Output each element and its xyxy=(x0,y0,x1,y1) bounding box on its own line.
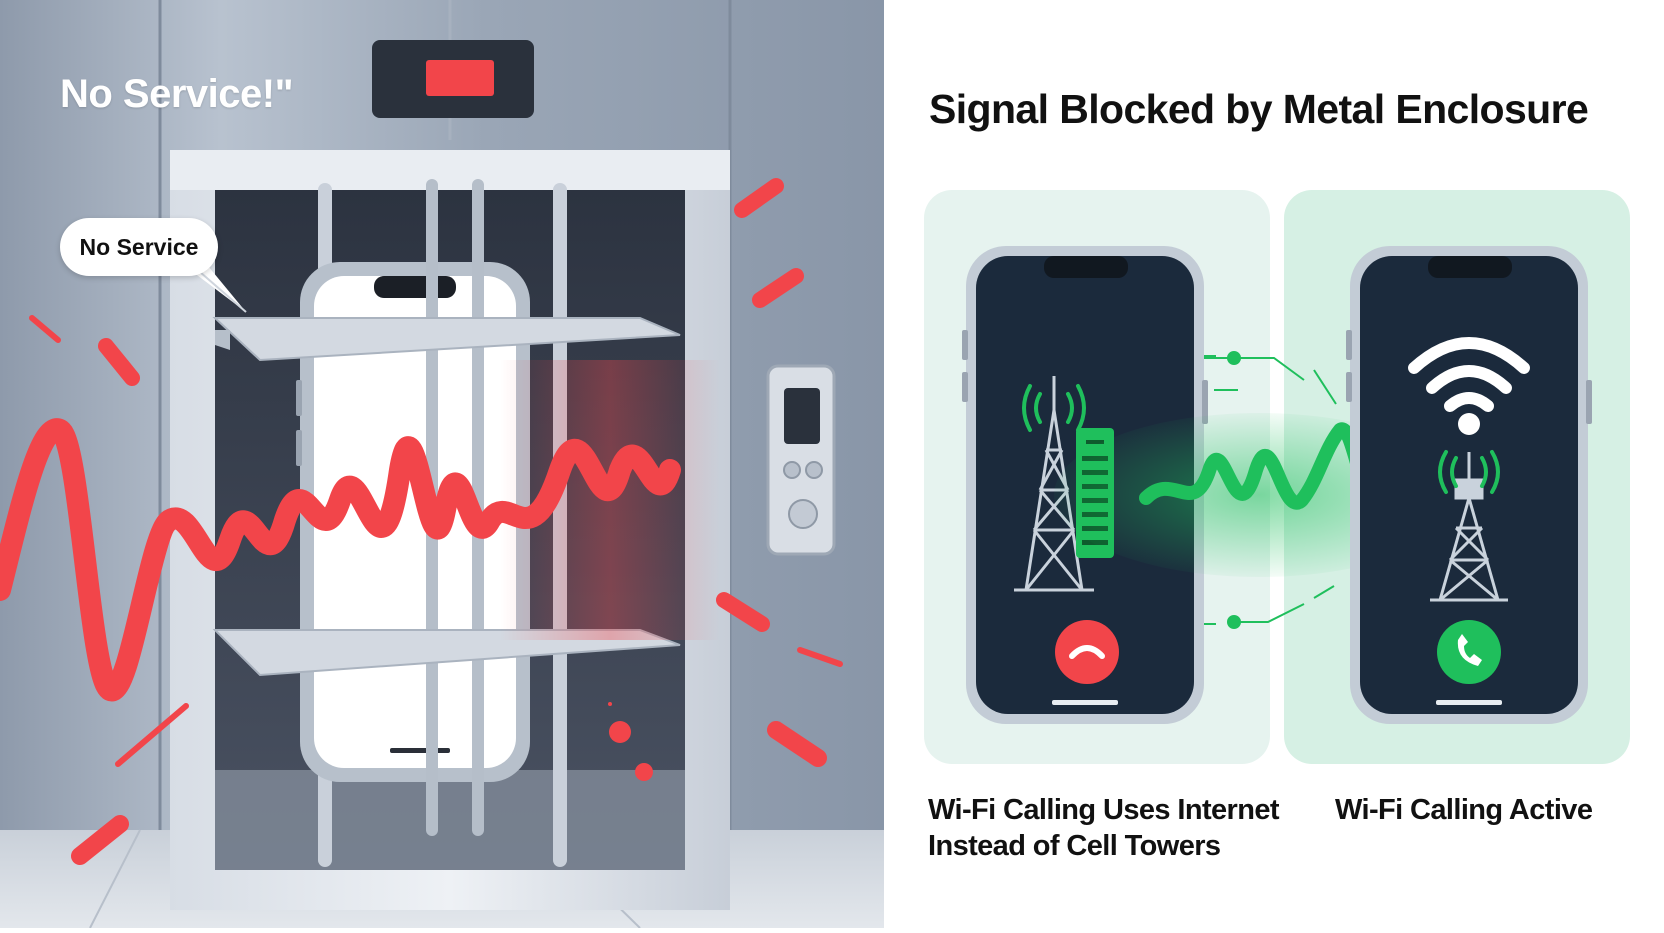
elevator-illustration xyxy=(0,0,884,929)
caption-line-1: Wi-Fi Calling Uses Internet xyxy=(928,794,1280,826)
floor-indicator-light xyxy=(426,60,494,96)
caption-wifi-internet: Wi-Fi Calling Uses Internet Instead of C… xyxy=(928,792,1318,864)
wifi-calling-illustration xyxy=(924,190,1630,764)
tower-signal-left xyxy=(1022,384,1086,432)
tower-signal-right xyxy=(1438,450,1500,494)
signal-blocked-title: Signal Blocked by Metal Enclosure xyxy=(929,86,1589,132)
no-service-headline: No Service!" xyxy=(60,72,294,116)
cage-rails xyxy=(212,317,681,677)
signal-fragments xyxy=(29,178,843,865)
wifi-icon xyxy=(1408,337,1530,412)
no-service-bubble: No Service xyxy=(60,218,218,276)
answer-call-icon[interactable] xyxy=(1437,620,1501,684)
end-call-icon[interactable] xyxy=(1055,620,1119,684)
elevator-control-panel xyxy=(766,364,836,556)
cell-tower-icon-right xyxy=(1430,452,1508,602)
blocked-signal-wave xyxy=(0,418,681,701)
elevator-scene xyxy=(0,0,884,929)
caption-wifi-active: Wi-Fi Calling Active xyxy=(1335,794,1593,826)
bubble-tail xyxy=(185,266,246,312)
wifi-calling-panel xyxy=(884,0,1664,928)
caption-line-2: Instead of Cell Towers xyxy=(928,830,1221,862)
